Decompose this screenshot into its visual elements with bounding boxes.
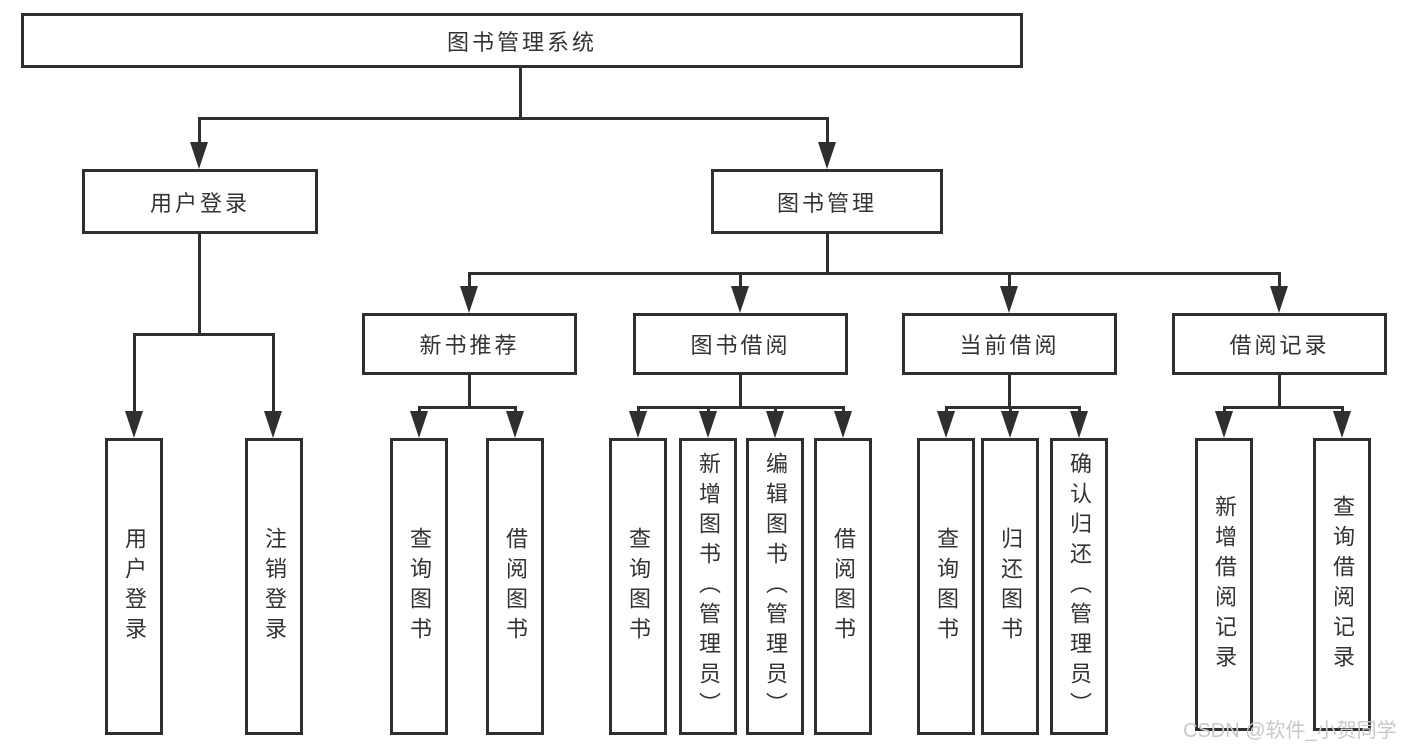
node-label: 用户登录 bbox=[122, 526, 147, 647]
arrow-down-icon bbox=[1270, 286, 1288, 313]
connector-line bbox=[826, 234, 829, 274]
arrow-down-icon bbox=[731, 286, 749, 313]
node-label: 查询图书 bbox=[407, 526, 432, 647]
node-label: 查询借阅记录 bbox=[1330, 494, 1355, 675]
connector-line bbox=[739, 375, 742, 408]
node-borrowing-records: 借阅记录 bbox=[1172, 313, 1387, 375]
connector-line bbox=[198, 117, 829, 120]
connector-line bbox=[468, 375, 471, 408]
watermark: CSDN @软件_小贺同学 bbox=[1183, 720, 1397, 742]
connector-line bbox=[272, 333, 275, 413]
connector-line bbox=[468, 272, 471, 288]
node-label: 编辑图书（管理员） bbox=[763, 451, 788, 722]
leaf-query-borrow-record: 查询借阅记录 bbox=[1313, 438, 1371, 731]
node-label: 查询图书 bbox=[934, 526, 959, 647]
node-current-borrowing: 当前借阅 bbox=[902, 313, 1117, 375]
node-label: 借阅图书 bbox=[503, 526, 528, 647]
arrow-down-icon bbox=[834, 411, 852, 438]
connector-line bbox=[1278, 375, 1281, 408]
leaf-add-borrow-record: 新增借阅记录 bbox=[1195, 438, 1253, 731]
connector-line bbox=[945, 406, 1081, 409]
connector-line bbox=[1008, 272, 1011, 288]
arrow-down-icon bbox=[699, 411, 717, 438]
connector-line bbox=[1008, 375, 1011, 408]
arrow-down-icon bbox=[1333, 411, 1351, 438]
node-label: 查询图书 bbox=[626, 526, 651, 647]
node-book-borrowing: 图书借阅 bbox=[633, 313, 848, 375]
leaf-confirm-return-admin: 确认归还（管理员） bbox=[1050, 438, 1108, 735]
arrow-down-icon bbox=[264, 411, 282, 438]
connector-line bbox=[469, 272, 1281, 275]
arrow-down-icon bbox=[190, 142, 208, 169]
connector-line bbox=[133, 333, 136, 413]
node-book-management: 图书管理 bbox=[711, 169, 943, 234]
connector-line bbox=[637, 406, 845, 409]
connector-line bbox=[418, 406, 516, 409]
leaf-add-book-admin: 新增图书（管理员） bbox=[679, 438, 737, 735]
arrow-down-icon bbox=[1000, 286, 1018, 313]
connector-line bbox=[1223, 406, 1343, 409]
connector-line bbox=[739, 272, 742, 288]
node-label: 新增图书（管理员） bbox=[696, 451, 721, 722]
connector-line bbox=[826, 117, 829, 145]
arrow-down-icon bbox=[937, 411, 955, 438]
arrow-down-icon bbox=[1001, 411, 1019, 438]
arrow-down-icon bbox=[629, 411, 647, 438]
leaf-borrow-books-recommend: 借阅图书 bbox=[486, 438, 544, 735]
leaf-logout: 注销登录 bbox=[245, 438, 303, 735]
node-library-management-system: 图书管理系统 bbox=[21, 13, 1023, 68]
arrow-down-icon bbox=[1215, 411, 1233, 438]
leaf-user-login: 用户登录 bbox=[105, 438, 163, 735]
arrow-down-icon bbox=[766, 411, 784, 438]
arrow-down-icon bbox=[818, 142, 836, 169]
leaf-query-books-current: 查询图书 bbox=[917, 438, 975, 735]
arrow-down-icon bbox=[410, 411, 428, 438]
arrow-down-icon bbox=[1070, 411, 1088, 438]
leaf-query-books-borrowing: 查询图书 bbox=[609, 438, 667, 735]
node-user-login: 用户登录 bbox=[82, 169, 318, 234]
connector-line bbox=[198, 234, 201, 334]
leaf-edit-book-admin: 编辑图书（管理员） bbox=[746, 438, 804, 735]
node-label: 注销登录 bbox=[262, 526, 287, 647]
node-label: 确认归还（管理员） bbox=[1067, 451, 1092, 722]
arrow-down-icon bbox=[506, 411, 524, 438]
leaf-query-books-recommend: 查询图书 bbox=[390, 438, 448, 735]
leaf-borrow-books: 借阅图书 bbox=[814, 438, 872, 735]
node-new-book-recommendation: 新书推荐 bbox=[362, 313, 577, 375]
arrow-down-icon bbox=[460, 286, 478, 313]
connector-line bbox=[1278, 272, 1281, 288]
node-label: 新增借阅记录 bbox=[1212, 494, 1237, 675]
connector-line bbox=[198, 117, 201, 145]
connector-line bbox=[519, 68, 522, 120]
connector-line bbox=[133, 333, 275, 336]
leaf-return-books: 归还图书 bbox=[981, 438, 1039, 735]
node-label: 归还图书 bbox=[998, 526, 1023, 647]
arrow-down-icon bbox=[125, 411, 143, 438]
node-label: 借阅图书 bbox=[831, 526, 856, 647]
